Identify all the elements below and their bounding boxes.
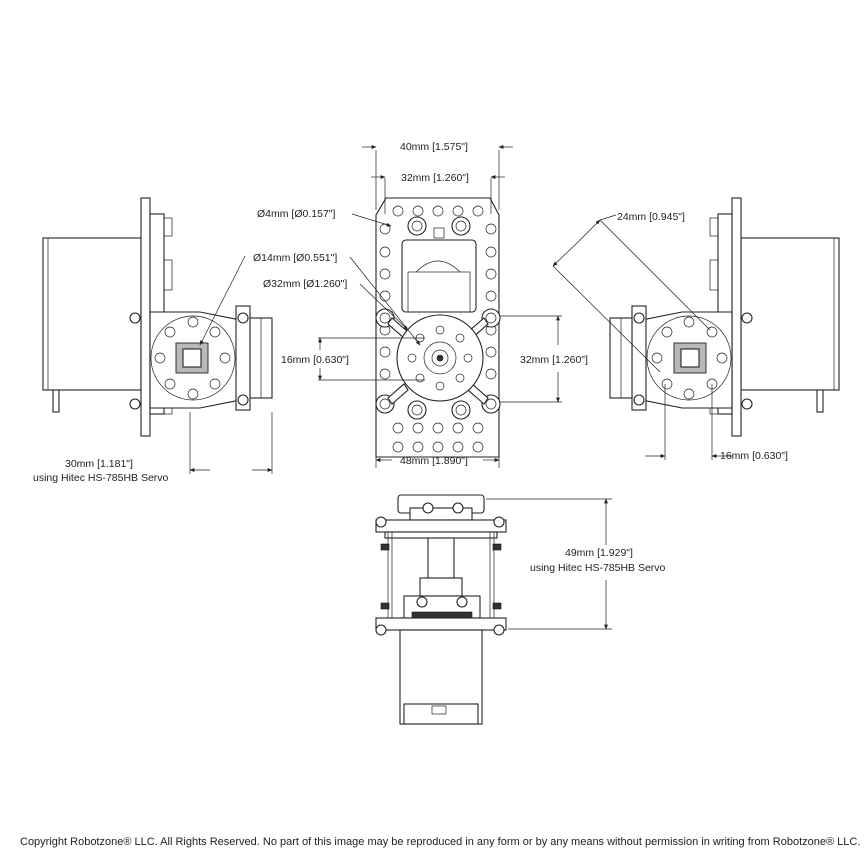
dimension-labels: 40mm [1.575"] 32mm [1.260"] Ø4mm [Ø0.157…: [33, 141, 788, 574]
label-40mm: 40mm [1.575"]: [400, 141, 468, 153]
right-dimensions: [552, 214, 732, 460]
label-16mm-right: 16mm [0.630"]: [720, 450, 788, 462]
label-hub-32mm: Ø32mm [Ø1.260"]: [263, 278, 347, 290]
front-view: [375, 197, 501, 458]
right-side-view: [609, 197, 840, 437]
copyright-footer: Copyright Robotzone® LLC. All Rights Res…: [20, 836, 861, 848]
label-hub-14mm: Ø14mm [Ø0.551"]: [253, 252, 337, 264]
left-dimensions: [189, 255, 273, 474]
label-49mm: 49mm [1.929"]: [565, 547, 633, 559]
label-48mm: 48mm [1.890"]: [400, 455, 468, 467]
label-hole-4mm: Ø4mm [Ø0.157"]: [257, 208, 336, 220]
front-dimensions: [318, 145, 562, 468]
left-side-view: [42, 197, 273, 437]
label-32mm-top: 32mm [1.260"]: [401, 172, 469, 184]
label-24mm: 24mm [0.945"]: [617, 211, 685, 223]
label-30mm: 30mm [1.181"]: [65, 458, 133, 470]
label-30mm-note: using Hitec HS-785HB Servo: [33, 472, 169, 484]
label-16mm-left: 16mm [0.630"]: [281, 354, 349, 366]
bottom-dimensions: [486, 498, 612, 630]
label-49mm-note: using Hitec HS-785HB Servo: [530, 562, 666, 574]
label-32mm-right: 32mm [1.260"]: [520, 354, 588, 366]
bottom-view: [375, 494, 507, 725]
